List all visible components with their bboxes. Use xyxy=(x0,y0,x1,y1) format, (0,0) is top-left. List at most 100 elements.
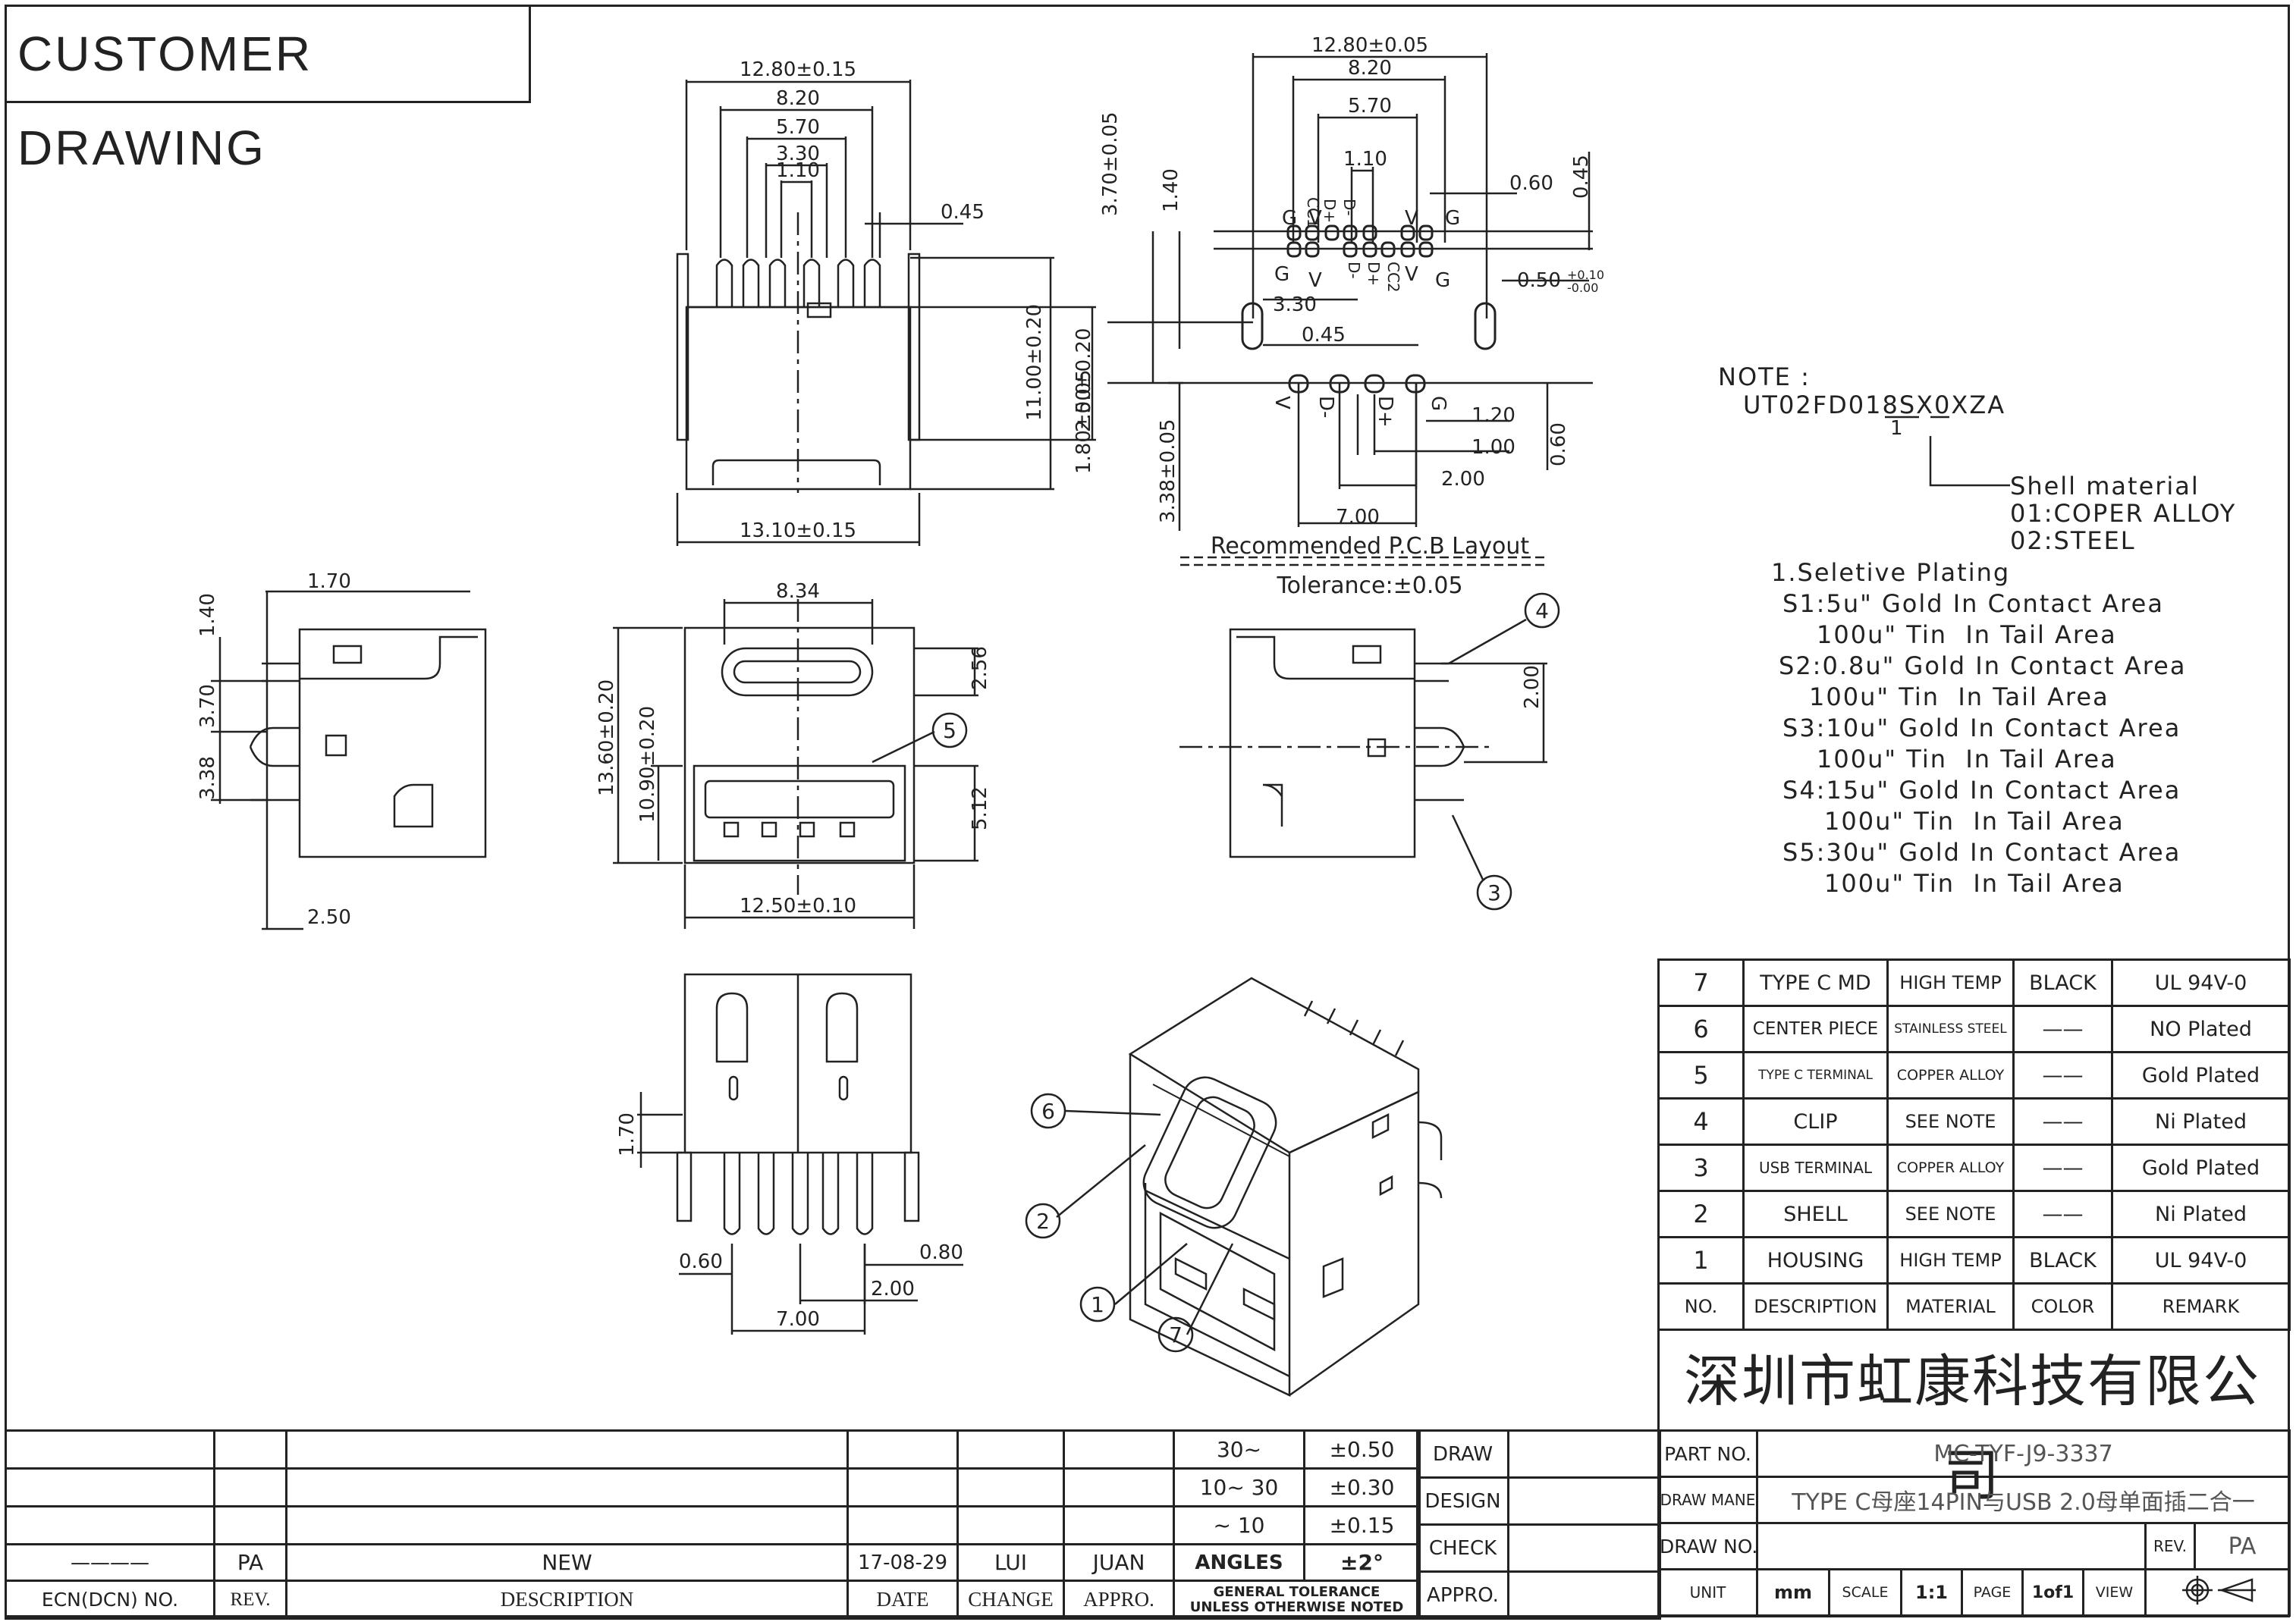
pin-label-mid-g2: G xyxy=(1435,269,1450,292)
plating-line-1: S1:5u" Gold In Contact Area xyxy=(1782,589,2164,618)
tol-range-0: 30~ xyxy=(1173,1429,1305,1470)
bom-color: BLACK xyxy=(2012,958,2113,1007)
bom-remark: NO Plated xyxy=(2111,1005,2291,1053)
dim-left-3-38: 3.38 xyxy=(196,756,219,800)
draw-no-label: DRAW NO. xyxy=(1657,1522,1758,1570)
pin-label-mid-v1: V xyxy=(1308,269,1322,292)
dim-top-width: 12.80±0.15 xyxy=(740,58,856,81)
rev-header-desc: DESCRIPTION xyxy=(285,1580,849,1620)
pin-label-mid-g1: G xyxy=(1274,263,1289,286)
bom-header-no: NO. xyxy=(1657,1282,1745,1331)
bom-no: 6 xyxy=(1657,1005,1745,1053)
bom-remark: Gold Plated xyxy=(2111,1051,2291,1100)
bom-remark: Gold Plated xyxy=(2111,1144,2291,1192)
draw-name-value: TYPE C母座14PIN与USB 2.0母单面插二合一 xyxy=(1755,1476,2291,1524)
dim-top-height: 11.00±0.20 xyxy=(1023,304,1046,421)
dim-top-5-70: 5.70 xyxy=(776,116,820,139)
dim-front-5-12: 5.12 xyxy=(969,786,991,830)
rev-value: PA xyxy=(213,1543,287,1582)
general-tolerance-line1: GENERAL TOLERANCE xyxy=(1213,1583,1380,1600)
title-block: PART NO. MC-TYF-J9-3337 DRAW MANE TYPE C… xyxy=(1657,1429,2291,1617)
bom-header-remark: REMARK xyxy=(2111,1282,2291,1331)
callout-4: 4 xyxy=(1535,598,1549,623)
front-view xyxy=(613,599,978,929)
signoff-check: CHECK xyxy=(1416,1523,1509,1573)
callout-7: 7 xyxy=(1169,1322,1183,1347)
pin-label-mid-dplus: D+ xyxy=(1365,262,1383,286)
dim-left-1-70: 1.70 xyxy=(307,570,351,593)
dim-bottom-7-00: 7.00 xyxy=(776,1308,820,1331)
plating-line-6: 100u" Tin In Tail Area xyxy=(1817,745,2117,773)
dim-bottom-1-70: 1.70 xyxy=(616,1112,639,1156)
unit-value: mm xyxy=(1756,1568,1830,1617)
bom-material: HIGH TEMP xyxy=(1886,1236,2015,1285)
tol-value-1: ±0.30 xyxy=(1303,1467,1421,1507)
pin-label-top-g1: G xyxy=(1282,207,1297,230)
pin-label-top-dplus: D+ xyxy=(1321,199,1339,223)
dim-pcb-1-80: 1.80±0.05 xyxy=(1073,369,1095,474)
rev-value: PA xyxy=(2193,1522,2291,1570)
dim-pcb-3-30: 3.30 xyxy=(1273,293,1317,316)
pin-label-top-dminus: D- xyxy=(1340,199,1358,216)
bom-table: 7 TYPE C MD HIGH TEMP BLACK UL 94V-0 6 C… xyxy=(1657,958,2291,1331)
bom-color: —— xyxy=(2012,1005,2113,1053)
callout-circles xyxy=(931,592,1560,1353)
rev-header-rev: REV. xyxy=(213,1580,287,1620)
dim-pcb-0-60: 0.60 xyxy=(1509,172,1553,195)
dim-pcb-7-00: 7.00 xyxy=(1336,506,1380,529)
dim-front-12-50: 12.50±0.10 xyxy=(740,895,856,918)
general-tolerance-note: GENERAL TOLERANCE UNLESS OTHERWISE NOTED xyxy=(1173,1580,1421,1620)
bom-color: —— xyxy=(2012,1190,2113,1238)
note-leader-line xyxy=(1929,436,2010,487)
dim-pcb-1-10: 1.10 xyxy=(1343,148,1387,171)
bom-color: —— xyxy=(2012,1144,2113,1192)
dim-pcb-12-80: 12.80±0.05 xyxy=(1311,34,1428,57)
note-header: NOTE : xyxy=(1718,362,1811,391)
bom-header-material: MATERIAL xyxy=(1886,1282,2015,1331)
bom-no: 7 xyxy=(1657,958,1745,1007)
company-name: 深圳市虹康科技有限公司 xyxy=(1684,1349,2260,1508)
isometric-view xyxy=(1056,977,1443,1397)
bom-no: 5 xyxy=(1657,1051,1745,1100)
pin-label-mid-v2: V xyxy=(1405,263,1418,286)
left-side-view xyxy=(211,590,487,930)
right-side-view xyxy=(1179,618,1547,880)
tol-range-3: ANGLES xyxy=(1173,1543,1305,1582)
scale-label: SCALE xyxy=(1828,1568,1902,1617)
scale-value: 1:1 xyxy=(1900,1568,1963,1617)
bom-desc: SHELL xyxy=(1742,1190,1889,1238)
bom-remark: Ni Plated xyxy=(2111,1097,2291,1146)
bom-row: 7 TYPE C MD HIGH TEMP BLACK UL 94V-0 xyxy=(1657,958,2291,1007)
dim-pcb-1-40: 1.40 xyxy=(1160,168,1183,212)
bom-no: 1 xyxy=(1657,1236,1745,1285)
rev-header-change: CHANGE xyxy=(956,1580,1065,1620)
bom-material: COPPER ALLOY xyxy=(1886,1051,2015,1100)
top-view xyxy=(676,80,1096,546)
callout-2: 2 xyxy=(1036,1209,1050,1234)
pin-label-usb-dminus: D- xyxy=(1314,396,1337,418)
note-shell-1: Shell material xyxy=(2010,472,2200,500)
plating-line-5: S3:10u" Gold In Contact Area xyxy=(1782,714,2181,742)
general-tolerance-line2: UNLESS OTHERWISE NOTED xyxy=(1189,1598,1404,1615)
dim-top-8-20: 8.20 xyxy=(776,87,820,110)
tol-range-1: 10~ 30 xyxy=(1173,1467,1305,1507)
part-no-label: PART NO. xyxy=(1657,1429,1758,1478)
bom-material: SEE NOTE xyxy=(1886,1097,2015,1146)
bom-header-color: COLOR xyxy=(2012,1282,2113,1331)
bom-desc: TYPE C MD xyxy=(1742,958,1889,1007)
rev-change-value: LUI xyxy=(956,1543,1065,1582)
pcb-tolerance: Tolerance:±0.05 xyxy=(1276,573,1462,599)
tol-value-2: ±0.15 xyxy=(1303,1505,1421,1545)
dim-pcb-tol-plus: +0.10 xyxy=(1567,268,1604,282)
bom-material: STAINLESS STEEL xyxy=(1886,1005,2015,1053)
dim-top-0-45: 0.45 xyxy=(941,201,985,224)
dim-top-body-width: 13.10±0.15 xyxy=(740,519,856,542)
pin-label-top-g2: G xyxy=(1445,207,1460,230)
rev-appro-value: JUAN xyxy=(1063,1543,1175,1582)
bom-color: BLACK xyxy=(2012,1236,2113,1285)
bom-desc: CENTER PIECE xyxy=(1742,1005,1889,1053)
callout-5: 5 xyxy=(943,718,956,743)
plating-line-3: S2:0.8u" Gold In Contact Area xyxy=(1779,651,2187,680)
dim-left-3-70: 3.70 xyxy=(196,684,219,728)
